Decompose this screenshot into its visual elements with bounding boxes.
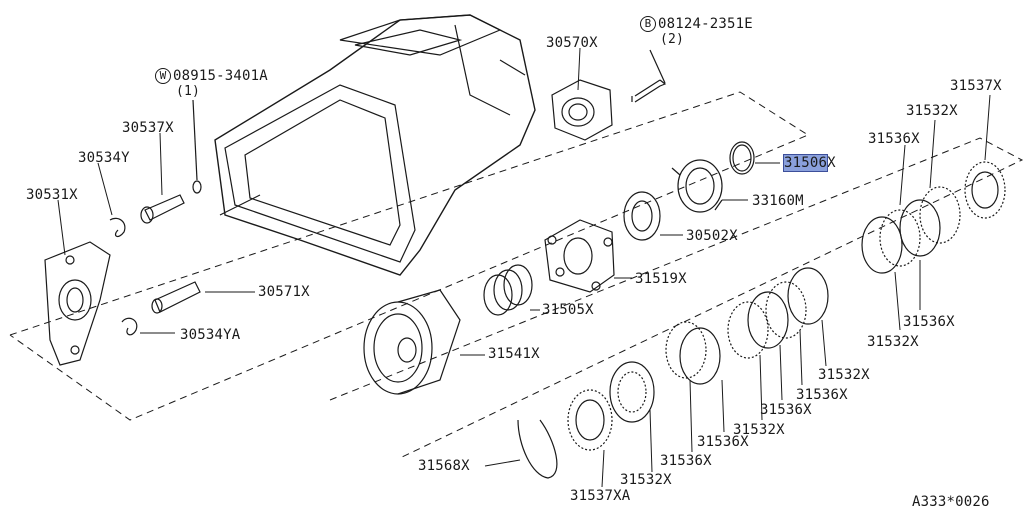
bolt-symbol-w: W xyxy=(155,68,171,84)
label-31532x-d: 31532X xyxy=(733,422,785,438)
label-31536x-a: 31536X xyxy=(868,131,920,147)
leader-lines xyxy=(57,47,991,488)
label-31532x-b: 31532X xyxy=(867,334,919,350)
label-31537xa: 31537XA xyxy=(570,488,631,504)
label-31506: 31506X xyxy=(782,154,836,172)
label-31568x: 31568X xyxy=(418,458,470,474)
part-31541x-drum xyxy=(363,289,461,395)
label-31541x: 31541X xyxy=(488,346,540,362)
bolt-qty-w: (1) xyxy=(176,84,201,99)
label-31519x: 31519X xyxy=(635,271,687,287)
part-33160m-bearing xyxy=(671,159,723,213)
part-08915-washer xyxy=(192,99,202,194)
part-30531x-plate xyxy=(44,241,111,366)
label-30537x: 30537X xyxy=(122,120,174,136)
label-31532x-c: 31532X xyxy=(818,367,870,383)
label-31536x-f: 31536X xyxy=(660,453,712,469)
bolt-code-w: 08915-3401A xyxy=(173,68,268,84)
label-31536x-e: 31536X xyxy=(697,434,749,450)
part-31568x-snap-ring xyxy=(517,419,558,479)
dashed-boundary-left xyxy=(9,91,810,421)
part-08124-bolt xyxy=(631,49,667,103)
clutch-plates-lower xyxy=(567,267,829,451)
label-30502x: 30502X xyxy=(686,228,738,244)
transfer-case-housing xyxy=(214,14,536,276)
part-30534ya-clip xyxy=(121,317,138,336)
part-30537x-bolt xyxy=(140,194,185,224)
part-30570x-cover xyxy=(551,79,613,141)
label-31505x: 31505X xyxy=(542,302,594,318)
part-30534y-clip xyxy=(109,217,126,238)
label-31506-suffix: X xyxy=(827,155,836,171)
bolt-symbol-b: B xyxy=(640,16,656,32)
label-31537x: 31537X xyxy=(950,78,1002,94)
bolt-code-b: 08124-2351E xyxy=(658,16,753,32)
part-31506-snap-ring xyxy=(729,141,755,175)
label-31536x-d: 31536X xyxy=(760,402,812,418)
label-30570x: 30570X xyxy=(546,35,598,51)
clutch-plates-upper xyxy=(861,161,1006,274)
diagram-ref-code: A333*0026 xyxy=(912,494,990,510)
label-30571x: 30571X xyxy=(258,284,310,300)
label-31532x-e: 31532X xyxy=(620,472,672,488)
part-30502x-bearing xyxy=(623,191,661,241)
label-31536x-c: 31536X xyxy=(796,387,848,403)
label-31536x-b: 31536X xyxy=(903,314,955,330)
part-30571x-pin xyxy=(151,281,201,314)
dashed-boundary-right xyxy=(329,137,1024,459)
bolt-qty-b: (2) xyxy=(660,32,685,47)
label-33160m: 33160M xyxy=(752,193,804,209)
part-31519x-carrier xyxy=(544,219,615,293)
label-31506-highlight: 31506 xyxy=(782,154,829,172)
label-30534y: 30534Y xyxy=(78,150,130,166)
label-30534ya: 30534YA xyxy=(180,327,241,343)
label-30531x: 30531X xyxy=(26,187,78,203)
label-31532x-a: 31532X xyxy=(906,103,958,119)
part-31505x-spring xyxy=(483,264,533,316)
